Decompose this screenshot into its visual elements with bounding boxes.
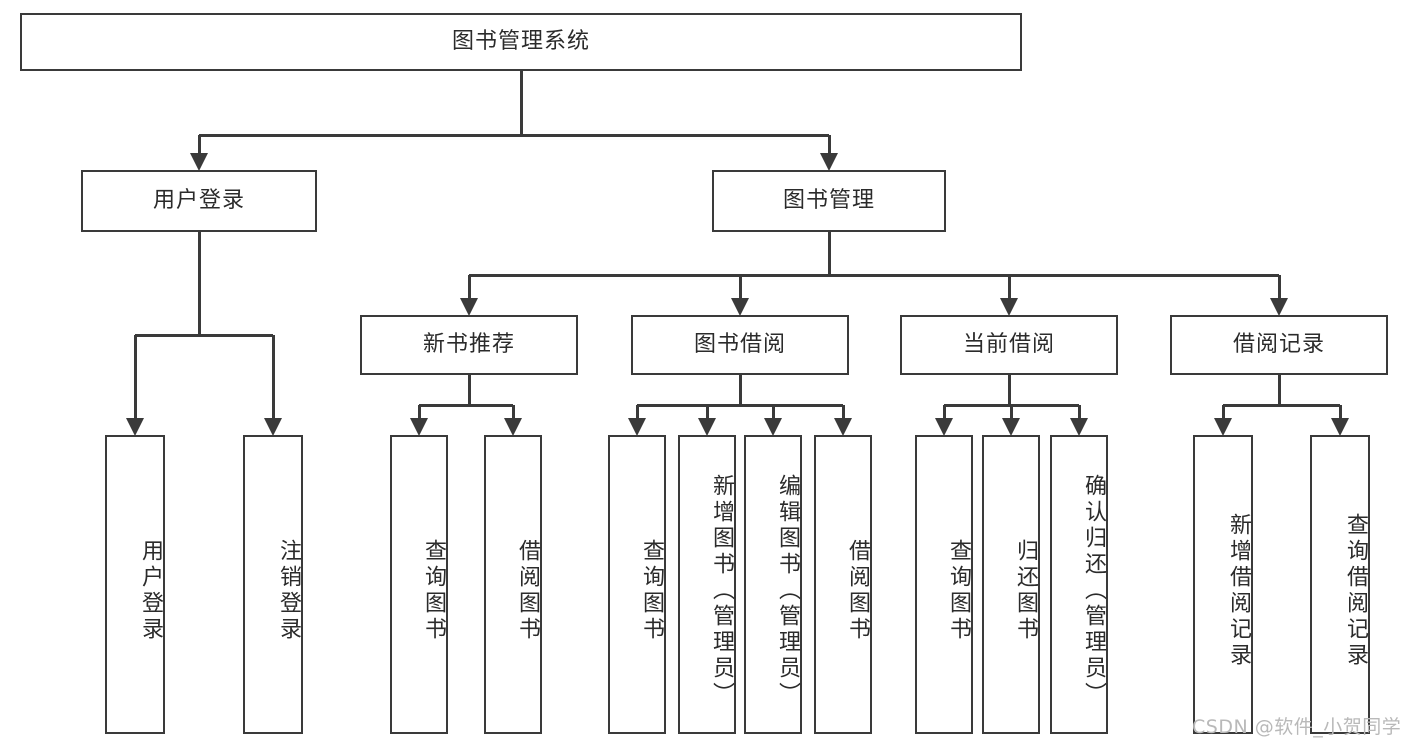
leaf-logout-label: 注销登录 [276, 538, 301, 643]
node-root-label: 图书管理系统 [451, 29, 590, 55]
leaf-borrow-book-label: 借阅图书 [845, 538, 870, 643]
edge-stem [738, 375, 742, 405]
edge-bus [1223, 403, 1340, 407]
edge-drop [635, 405, 639, 419]
leaf-add-borrow-record[interactable]: 新增借阅记录 [1193, 435, 1253, 734]
leaf-borrow-book-recommend[interactable]: 借阅图书 [484, 435, 542, 734]
edge-drop [511, 405, 515, 419]
arrowhead-icon [1070, 418, 1088, 436]
node-current-borrow-label: 当前借阅 [962, 332, 1055, 358]
leaf-query-borrow-record-label: 查询借阅记录 [1343, 512, 1368, 669]
arrowhead-icon [935, 418, 953, 436]
arrowhead-icon [1000, 298, 1018, 316]
arrowhead-icon [764, 418, 782, 436]
arrowhead-icon [504, 418, 522, 436]
edge-drop [738, 275, 742, 299]
leaf-query-borrow-record[interactable]: 查询借阅记录 [1310, 435, 1370, 734]
edge-bus [135, 333, 273, 337]
edge-drop [271, 335, 275, 419]
node-book-borrow[interactable]: 图书借阅 [631, 315, 849, 375]
leaf-confirm-return-admin-label: 确认归还（管理员） [1081, 473, 1106, 708]
leaf-query-book-borrow-label: 查询图书 [639, 538, 664, 643]
arrowhead-icon [1270, 298, 1288, 316]
watermark: CSDN @软件_小贺同学 [1192, 716, 1402, 738]
node-user-login-label: 用户登录 [152, 188, 245, 214]
leaf-borrow-book[interactable]: 借阅图书 [814, 435, 872, 734]
arrowhead-icon [731, 298, 749, 316]
arrowhead-icon [698, 418, 716, 436]
leaf-query-book-recommend-label: 查询图书 [421, 538, 446, 643]
edge-drop [1338, 405, 1342, 419]
leaf-return-book-label: 归还图书 [1013, 538, 1038, 643]
leaf-query-book-recommend[interactable]: 查询图书 [390, 435, 448, 734]
node-user-login[interactable]: 用户登录 [81, 170, 317, 232]
leaf-user-login-label: 用户登录 [138, 538, 163, 643]
arrowhead-icon [1002, 418, 1020, 436]
edge-drop [1277, 275, 1281, 299]
leaf-edit-book-admin-label: 编辑图书（管理员） [775, 473, 800, 708]
edge-bus [469, 273, 1279, 277]
node-borrow-record[interactable]: 借阅记录 [1170, 315, 1388, 375]
node-book-management-label: 图书管理 [782, 188, 875, 214]
node-borrow-record-label: 借阅记录 [1232, 332, 1325, 358]
edge-drop [705, 405, 709, 419]
leaf-user-login[interactable]: 用户登录 [105, 435, 165, 734]
edge-drop [1007, 275, 1011, 299]
leaf-query-book-current[interactable]: 查询图书 [915, 435, 973, 734]
node-new-book-recommend[interactable]: 新书推荐 [360, 315, 578, 375]
leaf-borrow-book-recommend-label: 借阅图书 [515, 538, 540, 643]
arrowhead-icon [628, 418, 646, 436]
edge-stem [827, 232, 831, 275]
node-book-management[interactable]: 图书管理 [712, 170, 946, 232]
edge-drop [417, 405, 421, 419]
edge-stem [1277, 375, 1281, 405]
arrowhead-icon [820, 153, 838, 171]
leaf-query-book-borrow[interactable]: 查询图书 [608, 435, 666, 734]
leaf-add-borrow-record-label: 新增借阅记录 [1226, 512, 1251, 669]
node-book-borrow-label: 图书借阅 [693, 332, 786, 358]
arrowhead-icon [834, 418, 852, 436]
arrowhead-icon [410, 418, 428, 436]
edge-drop [467, 275, 471, 299]
edge-drop [827, 135, 831, 154]
arrowhead-icon [1331, 418, 1349, 436]
edge-bus [199, 133, 829, 137]
leaf-add-book-admin[interactable]: 新增图书（管理员） [678, 435, 736, 734]
edge-drop [1009, 405, 1013, 419]
node-root[interactable]: 图书管理系统 [20, 13, 1022, 71]
arrowhead-icon [264, 418, 282, 436]
leaf-add-book-admin-label: 新增图书（管理员） [709, 473, 734, 708]
edge-bus [637, 403, 843, 407]
edge-stem [519, 71, 523, 135]
edge-drop [1077, 405, 1081, 419]
leaf-logout[interactable]: 注销登录 [243, 435, 303, 734]
leaf-return-book[interactable]: 归还图书 [982, 435, 1040, 734]
edge-drop [1221, 405, 1225, 419]
node-current-borrow[interactable]: 当前借阅 [900, 315, 1118, 375]
edge-bus [419, 403, 513, 407]
edge-drop [771, 405, 775, 419]
edge-drop [841, 405, 845, 419]
leaf-query-book-current-label: 查询图书 [946, 538, 971, 643]
arrowhead-icon [460, 298, 478, 316]
edge-stem [1007, 375, 1011, 405]
arrowhead-icon [190, 153, 208, 171]
arrowhead-icon [126, 418, 144, 436]
leaf-edit-book-admin[interactable]: 编辑图书（管理员） [744, 435, 802, 734]
edge-stem [467, 375, 471, 405]
edge-stem [197, 232, 201, 335]
edge-drop [942, 405, 946, 419]
node-new-book-recommend-label: 新书推荐 [422, 332, 515, 358]
edge-drop [133, 335, 137, 419]
edge-drop [197, 135, 201, 154]
leaf-confirm-return-admin[interactable]: 确认归还（管理员） [1050, 435, 1108, 734]
arrowhead-icon [1214, 418, 1232, 436]
